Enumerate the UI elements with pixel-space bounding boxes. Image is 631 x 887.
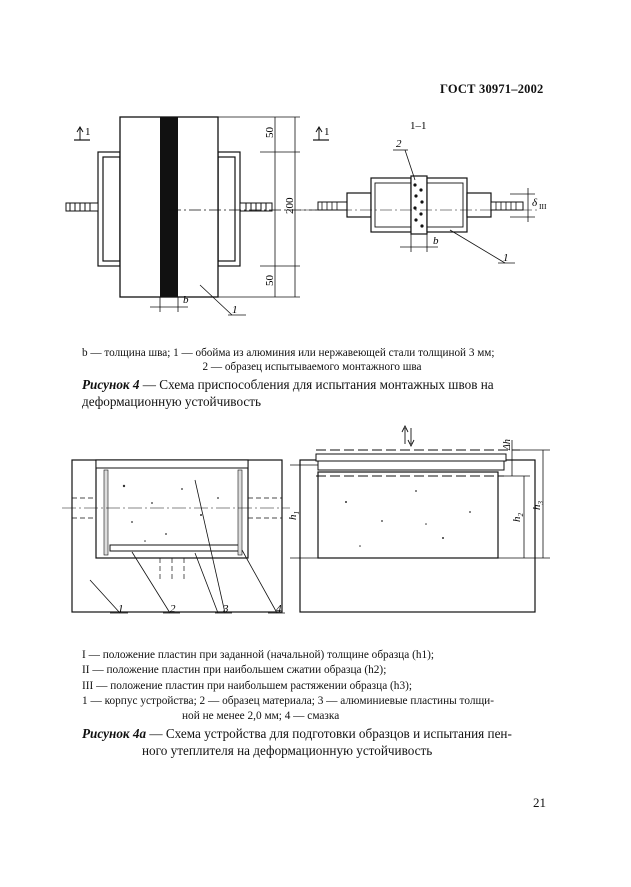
callout-4-fig4a: 4 [276,603,282,615]
dim-label-delta-sub: III [539,202,547,211]
dim-label-total: 200 [284,197,296,214]
top-plate-left [95,459,249,469]
load-arrows [401,424,415,448]
bolt-left [65,202,99,212]
bolt-right [239,202,273,212]
figure-4-caption-label: Рисунок 4 [82,377,140,392]
dim-label-top: 50 [264,127,276,139]
top-plate-position-i [317,460,505,471]
section-mark-right [313,126,329,141]
dim-delta-lines [510,188,535,222]
sample-dots-left [122,484,219,542]
dimension-lines-4a [290,440,550,559]
bottom-plate-left [109,544,241,552]
dimension-lines [218,116,300,298]
seam-texture [413,183,424,228]
leader-1b [449,229,506,264]
figure-4-legend: b — толщина шва; 1 — обойма из алюминия … [82,346,562,374]
dim-label-delta: δ [532,197,538,209]
figure-4a-legend-item: ной не менее 2,0 мм; 4 — смазка [182,710,340,723]
dim-label-h3: h3 [531,501,545,511]
dim-label-h2: h2 [511,513,525,523]
callout-2-fig4: 2 [396,138,402,150]
page-number: 21 [533,795,546,810]
figure-4a-caption: Рисунок 4а — Схема устройства для подгот… [82,726,562,759]
callout-1: 1 [232,304,238,316]
lubricant-left [103,469,109,556]
leader-1 [199,284,233,316]
callout-3-fig4a: 3 [222,603,229,615]
leader-2 [404,149,416,181]
section-view [317,175,524,235]
dim-b2-lines [400,234,438,252]
leaders-4a [89,479,278,614]
standard-header: ГОСТ 30971–2002 [440,82,544,96]
callout-1-fig4a: 1 [118,603,124,615]
dim-label-b2: b [433,235,439,247]
dim-b-lines [150,297,188,312]
section-title: 1–1 [410,120,427,132]
figure-4a-legend-item: II — положение пластин при наибольшем сж… [82,664,387,677]
figure-4-caption-text: — Схема приспособления для испытания мон… [82,377,494,409]
figure-4a-caption-text-1: — Схема устройства для подготовки образц… [146,726,512,741]
dim-label-b: b [183,294,189,306]
dim-label-h1: h1 [287,511,301,520]
figure-4-legend-line1: b — толщина шва; 1 — обойма из алюминия … [82,347,495,359]
figure-4-legend-line2: 2 — образец испытываемого монтажного шва [202,361,422,373]
dim-label-dh: Δh [502,439,513,451]
clamp-bracket-left [97,151,121,267]
figure-4a-legend: I — положение пластин при заданной (нача… [82,648,562,724]
section-mark-label-right: 1 [324,126,330,138]
callout-2-fig4a: 2 [170,603,176,615]
section-mark-left [74,126,90,141]
hidden-lines-left [72,497,282,580]
callout-1b: 1 [503,252,509,264]
figure-4a-legend-item: III — положение пластин при наибольшем р… [82,679,412,692]
sample-dots-right [345,490,471,547]
clamp-bracket-right [217,151,241,267]
figure-4-caption: Рисунок 4 — Схема приспособления для исп… [82,377,562,410]
section-mark-label-left: 1 [85,126,91,138]
seam-sample [160,117,178,297]
dim-label-bottom: 50 [264,275,276,287]
figure-4a-caption-label: Рисунок 4а [82,726,147,741]
lubricant-right [237,469,243,556]
figure-4a-caption-text-2: ного утеплителя на деформационную устойч… [142,742,433,758]
figure-4a-legend-item: 1 — корпус устройства; 2 — образец матер… [82,694,494,707]
figure-4a-legend-item: I — положение пластин при заданной (нача… [82,649,435,661]
figure-4-diagram: 1 50 200 50 b 1 [65,116,547,316]
figure-4a-diagram: 1 2 3 4 h1 h2 h3 Δh [62,424,550,615]
top-plate-position-iii [315,453,507,462]
